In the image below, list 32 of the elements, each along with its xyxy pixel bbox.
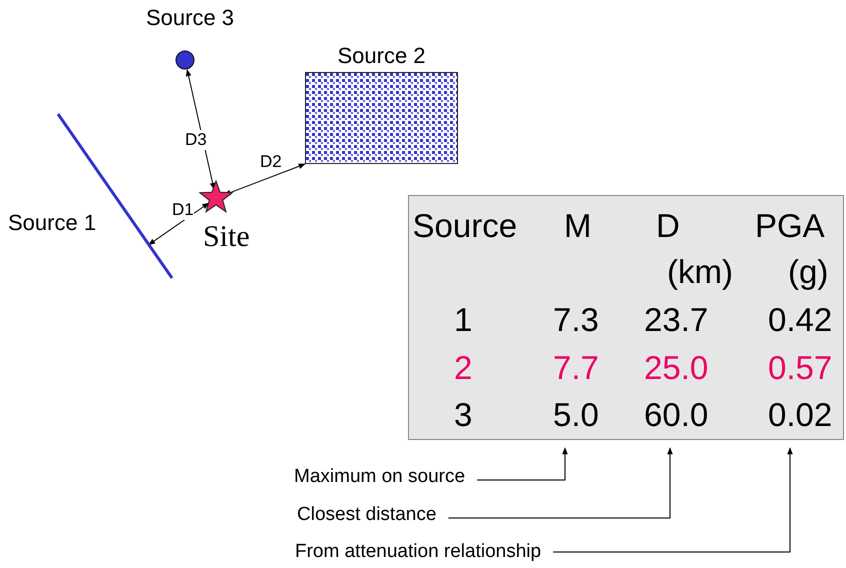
edge-label: D1 <box>172 200 194 220</box>
source-label: Source 2 <box>336 43 427 69</box>
table-value: 23.7 <box>644 301 708 339</box>
leader-line <box>476 447 568 480</box>
column-header: D <box>656 207 680 245</box>
table-value: 2 <box>454 349 472 387</box>
distance-arrow <box>148 202 210 246</box>
table-value: 7.3 <box>553 301 599 339</box>
annotation-text: Maximum on source <box>294 466 466 488</box>
distance-arrow <box>186 69 216 190</box>
table-value: 0.02 <box>768 396 832 434</box>
column-header: PGA <box>755 207 825 245</box>
table-value: 0.42 <box>768 301 832 339</box>
table-value: 7.7 <box>553 349 599 387</box>
table-value: 25.0 <box>644 349 708 387</box>
column-header: (g) <box>788 253 828 291</box>
column-header: (km) <box>667 253 733 291</box>
table-value: 5.0 <box>553 396 599 434</box>
source-label: Source 1 <box>8 210 96 236</box>
edge-label: D3 <box>185 130 207 150</box>
source-label: Source 3 <box>144 5 236 31</box>
annotation-text: Closest distance <box>297 504 436 526</box>
table-value: 3 <box>454 396 472 434</box>
table-value: 1 <box>454 301 472 339</box>
annotation-text: From attenuation relationship <box>295 541 542 563</box>
column-header: Source <box>412 207 518 245</box>
column-header: M <box>564 207 592 245</box>
leader-line <box>448 447 673 518</box>
table-value: 0.57 <box>768 349 832 387</box>
table-value: 60.0 <box>644 396 708 434</box>
site-label: Site <box>203 220 250 254</box>
leader-line <box>552 447 793 552</box>
